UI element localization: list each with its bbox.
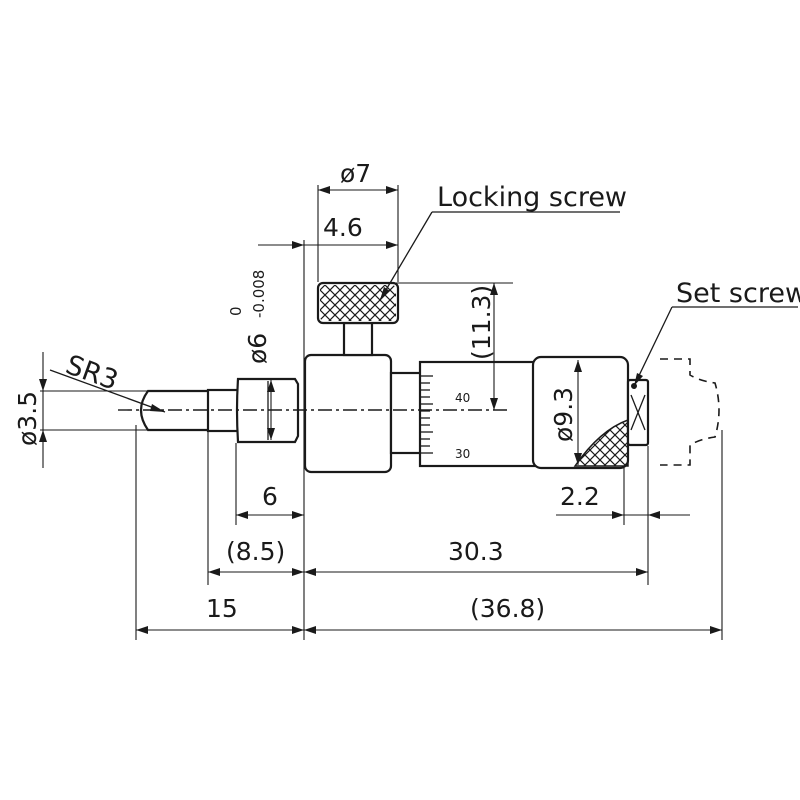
leader-locking-screw: Locking screw [379, 182, 627, 301]
dimension-d6: ø6 0 -0.008 [227, 270, 275, 440]
dimension-d9-3: ø9.3 [549, 360, 582, 465]
svg-text:ø3.5: ø3.5 [13, 391, 42, 446]
svg-text:0: 0 [227, 306, 245, 316]
dimension-30-3: 30.3 [304, 537, 648, 576]
extension-lines [40, 185, 723, 640]
svg-text:15: 15 [206, 594, 238, 623]
svg-text:Locking screw: Locking screw [437, 182, 627, 213]
svg-text:-0.008: -0.008 [250, 270, 268, 318]
dimension-36-8: (36.8) [304, 594, 722, 634]
svg-text:SR3: SR3 [62, 349, 122, 396]
scale-number-upper: 40 [455, 391, 470, 405]
clamp-body [303, 353, 393, 474]
scale-number-lower: 30 [455, 447, 470, 461]
dimension-d7: ø7 [318, 159, 398, 194]
svg-text:ø6: ø6 [243, 333, 272, 364]
svg-text:(8.5): (8.5) [226, 537, 285, 566]
micrometer-body: 40 30 [139, 281, 720, 474]
thimble-scale [418, 360, 537, 468]
svg-text:ø9.3: ø9.3 [549, 387, 578, 442]
dimension-d3-5: ø3.5 [13, 352, 47, 468]
dimension-8-5: (8.5) [208, 537, 304, 576]
sleeve [389, 371, 423, 455]
dimension-4-6: 4.6 [258, 213, 398, 249]
svg-text:(11.3): (11.3) [467, 285, 496, 360]
dimension-6: 6 [236, 482, 304, 519]
dimension-11-3: (11.3) [467, 283, 498, 410]
locking-screw-knurl [320, 285, 396, 321]
svg-text:ø7: ø7 [340, 159, 371, 188]
svg-text:6: 6 [262, 482, 278, 511]
svg-text:4.6: 4.6 [323, 213, 363, 242]
locking-screw-stem [342, 321, 374, 357]
svg-text:(36.8): (36.8) [470, 594, 545, 623]
ratchet-outline [660, 358, 720, 466]
svg-text:Set screw: Set screw [676, 278, 800, 309]
svg-text:30.3: 30.3 [448, 537, 504, 566]
dimension-2-2: 2.2 [556, 482, 690, 519]
svg-text:2.2: 2.2 [560, 482, 600, 511]
leader-set-screw: Set screw [633, 278, 800, 387]
dimension-15: 15 [136, 594, 304, 634]
scale-graduations [421, 375, 433, 454]
